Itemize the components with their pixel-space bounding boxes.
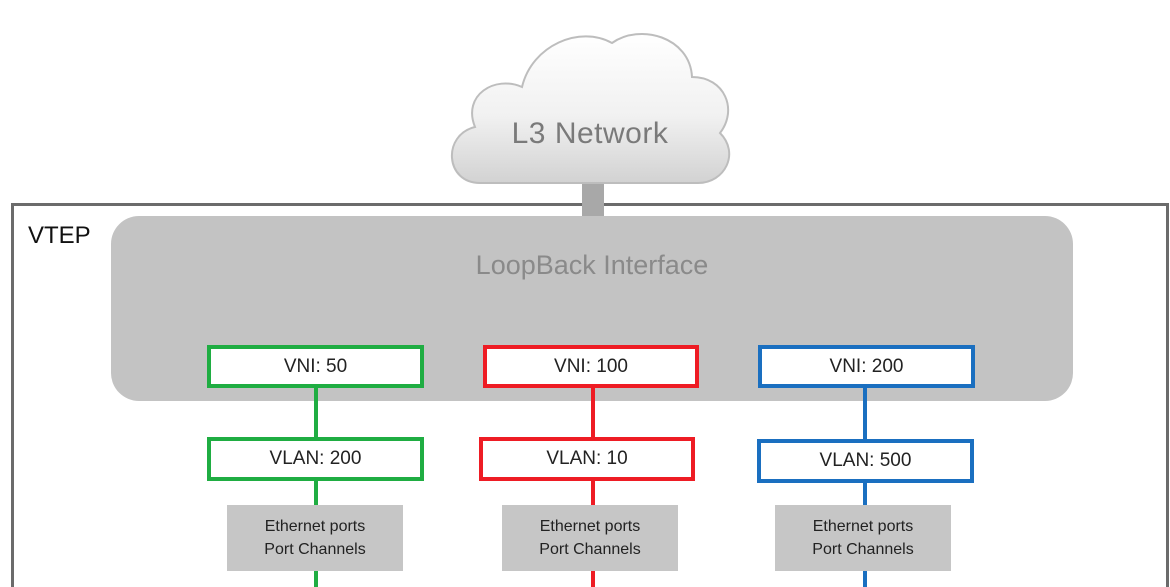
vlan-ports-link-red xyxy=(591,478,595,508)
vlan-ports-link-blue xyxy=(863,480,867,508)
ports-box-green: Ethernet ports Port Channels xyxy=(227,505,403,571)
ports-down-link-green xyxy=(314,569,318,587)
vni-vlan-link-green xyxy=(314,385,318,440)
ports-line2: Port Channels xyxy=(539,541,641,558)
ports-box-blue: Ethernet ports Port Channels xyxy=(775,505,951,571)
vni-box-blue: VNI: 200 xyxy=(758,345,975,388)
ports-line2: Port Channels xyxy=(812,541,914,558)
ports-down-link-red xyxy=(591,569,595,587)
cloud-label: L3 Network xyxy=(511,117,669,150)
vlan-label: VLAN: 500 xyxy=(819,450,912,471)
vni-label: VNI: 50 xyxy=(283,355,348,377)
ports-down-link-blue xyxy=(863,569,867,587)
vni-box-red: VNI: 100 xyxy=(483,345,699,388)
vni-label: VNI: 200 xyxy=(829,355,904,377)
vni-box-green: VNI: 50 xyxy=(207,345,424,388)
ports-box-red: Ethernet ports Port Channels xyxy=(502,505,678,571)
vtep-label: VTEP xyxy=(28,222,91,249)
cloud-icon xyxy=(450,33,731,184)
vlan-box-green: VLAN: 200 xyxy=(207,437,424,481)
vlan-label: VLAN: 10 xyxy=(546,448,628,469)
ports-line1: Ethernet ports xyxy=(812,518,914,535)
vlan-box-red: VLAN: 10 xyxy=(479,437,695,481)
ports-line2: Port Channels xyxy=(264,541,366,558)
vlan-label: VLAN: 200 xyxy=(269,448,362,469)
ports-line1: Ethernet ports xyxy=(264,518,366,535)
vni-vlan-link-red xyxy=(591,385,595,440)
loopback-label: LoopBack Interface xyxy=(475,250,709,280)
vni-vlan-link-blue xyxy=(863,385,867,442)
ports-line1: Ethernet ports xyxy=(539,518,641,535)
cloud-uplink xyxy=(582,178,604,220)
vni-label: VNI: 100 xyxy=(554,355,628,377)
vlan-box-blue: VLAN: 500 xyxy=(757,439,974,483)
vlan-ports-link-green xyxy=(314,478,318,508)
